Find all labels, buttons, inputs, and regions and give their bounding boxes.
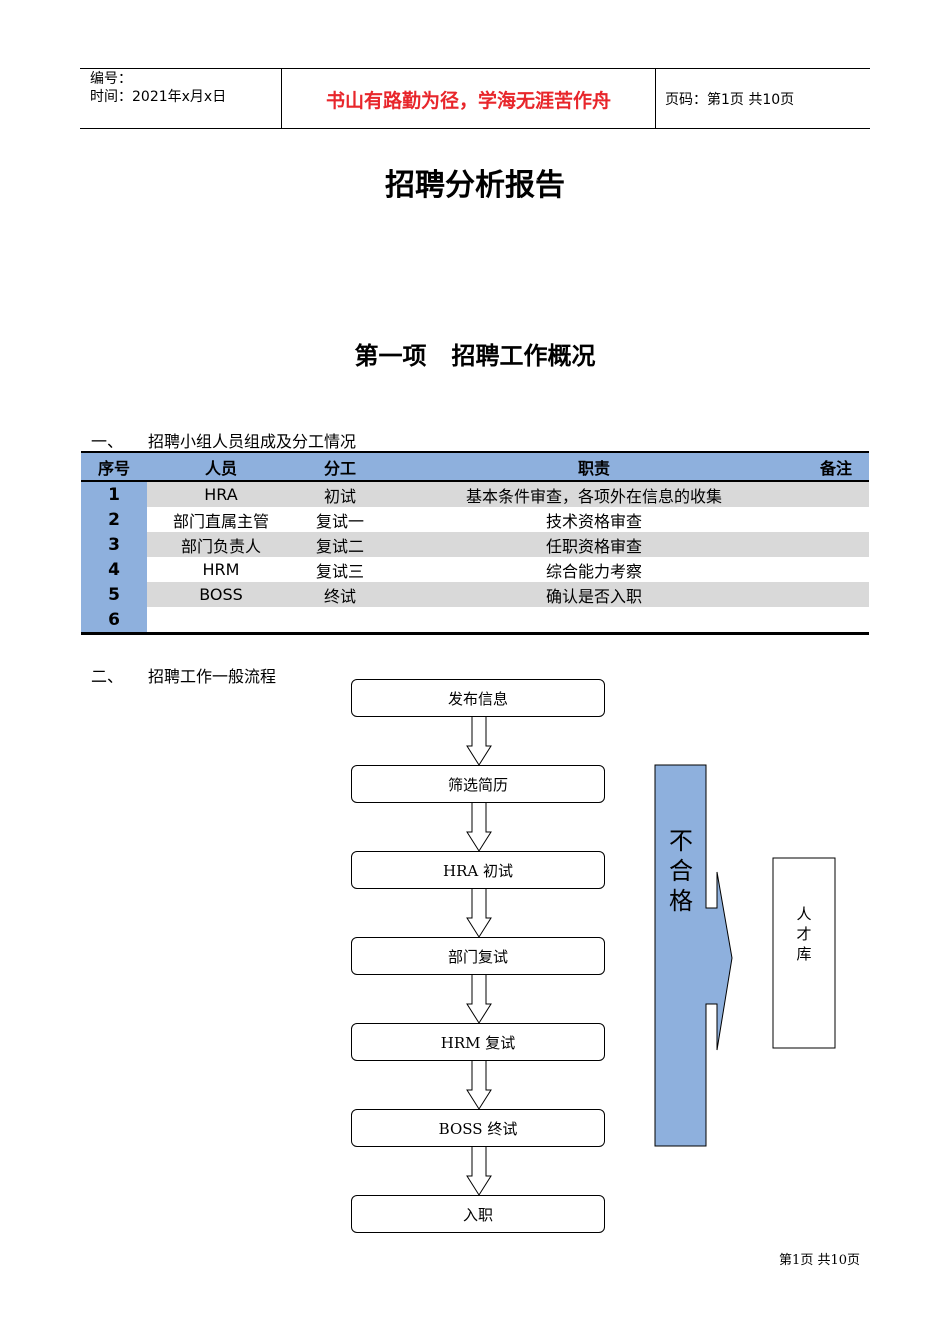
row-number: 5 bbox=[81, 582, 147, 607]
row-number: 3 bbox=[81, 532, 147, 557]
header-cell: 人员 bbox=[147, 453, 295, 480]
header-time-label: 时间：2021年x月x日 bbox=[90, 89, 227, 105]
header-divider bbox=[281, 68, 282, 129]
down-arrow-icon bbox=[466, 973, 492, 1024]
header-cell: 职责 bbox=[385, 453, 803, 480]
down-arrow-icon bbox=[466, 1145, 492, 1196]
table-row: 6 bbox=[81, 607, 869, 632]
section-title: 第一项 招聘工作概况 bbox=[354, 341, 596, 370]
row-person: 部门直属主管 bbox=[172, 511, 269, 531]
table-bottom-rule bbox=[81, 632, 869, 635]
document-title: 招聘分析报告 bbox=[385, 168, 565, 203]
reject-label: 不合格 bbox=[669, 827, 693, 915]
table-header-row: 序号 人员 分工 职责 备注 bbox=[81, 453, 869, 480]
row-person: BOSS bbox=[147, 582, 295, 607]
row-note bbox=[803, 482, 869, 507]
table-row: 4 HRM 复试三 综合能力考察 bbox=[81, 557, 869, 582]
row-role: 复试一 bbox=[315, 511, 364, 531]
row-note bbox=[803, 532, 869, 557]
header-meta: 编号： 时间：2021年x月x日 bbox=[90, 70, 226, 106]
page-footer: 第1页 共10页 bbox=[779, 1253, 860, 1268]
row-role: 复试三 bbox=[315, 561, 364, 581]
down-arrow-icon bbox=[466, 887, 492, 938]
row-person: HRM bbox=[202, 560, 240, 579]
row-person: HRA bbox=[147, 482, 295, 507]
row-duty: 技术资格审查 bbox=[545, 511, 642, 531]
subsection-label: 招聘小组人员组成及分工情况 bbox=[148, 432, 357, 451]
table-header-rule bbox=[81, 480, 869, 482]
row-duty: 任职资格审查 bbox=[385, 532, 803, 557]
row-note bbox=[803, 582, 869, 607]
flow-step-dept-interview: 部门复试 bbox=[351, 937, 605, 975]
row-number: 4 bbox=[81, 557, 147, 582]
table-top-rule bbox=[81, 451, 869, 453]
row-role: 终试 bbox=[295, 582, 385, 607]
table-row: 2 部门直属主管 复试一 技术资格审查 bbox=[81, 507, 869, 532]
row-duty: 综合能力考察 bbox=[545, 561, 642, 581]
header-bottom-rule bbox=[80, 128, 870, 129]
down-arrow-icon bbox=[466, 1059, 492, 1110]
row-person: 部门负责人 bbox=[147, 532, 295, 557]
row-duty: 确认是否入职 bbox=[385, 582, 803, 607]
flow-step-screen-resume: 筛选简历 bbox=[351, 765, 605, 803]
header-cell: 备注 bbox=[803, 453, 869, 480]
down-arrow-icon bbox=[466, 801, 492, 852]
talent-pool-box bbox=[772, 857, 836, 1049]
flow-step-onboard: 入职 bbox=[351, 1195, 605, 1233]
flow-step-hrm-interview: HRM 复试 bbox=[351, 1023, 605, 1061]
header-divider bbox=[655, 68, 656, 129]
row-number: 6 bbox=[81, 607, 147, 632]
header-number-label: 编号： bbox=[90, 71, 132, 87]
row-role: 复试二 bbox=[295, 532, 385, 557]
subsection-label: 招聘工作一般流程 bbox=[148, 667, 277, 686]
row-role: 初试 bbox=[295, 482, 385, 507]
row-number: 2 bbox=[81, 507, 147, 532]
flow-step-boss-interview: BOSS 终试 bbox=[351, 1109, 605, 1147]
table-row: 1 HRA 初试 基本条件审查，各项外在信息的收集 bbox=[81, 482, 869, 507]
row-number: 1 bbox=[81, 482, 147, 507]
header-top-rule bbox=[80, 68, 870, 69]
row-duty: 基本条件审查，各项外在信息的收集 bbox=[385, 482, 803, 507]
table-row: 3 部门负责人 复试二 任职资格审查 bbox=[81, 532, 869, 557]
table-row: 5 BOSS 终试 确认是否入职 bbox=[81, 582, 869, 607]
header-cell: 分工 bbox=[295, 453, 385, 480]
header-page-info: 页码：第1页 共10页 bbox=[665, 92, 795, 108]
down-arrow-icon bbox=[466, 715, 492, 766]
subsection-index: 一、 bbox=[91, 432, 124, 451]
header-motto: 书山有路勤为径，学海无涯苦作舟 bbox=[325, 90, 611, 112]
flow-step-hra-interview: HRA 初试 bbox=[351, 851, 605, 889]
flow-step-publish: 发布信息 bbox=[351, 679, 605, 717]
header-cell: 序号 bbox=[81, 453, 147, 480]
subsection-index: 二、 bbox=[91, 667, 124, 686]
talent-pool-label: 人才库 bbox=[796, 905, 812, 963]
reject-arrow-shape bbox=[654, 764, 733, 1147]
